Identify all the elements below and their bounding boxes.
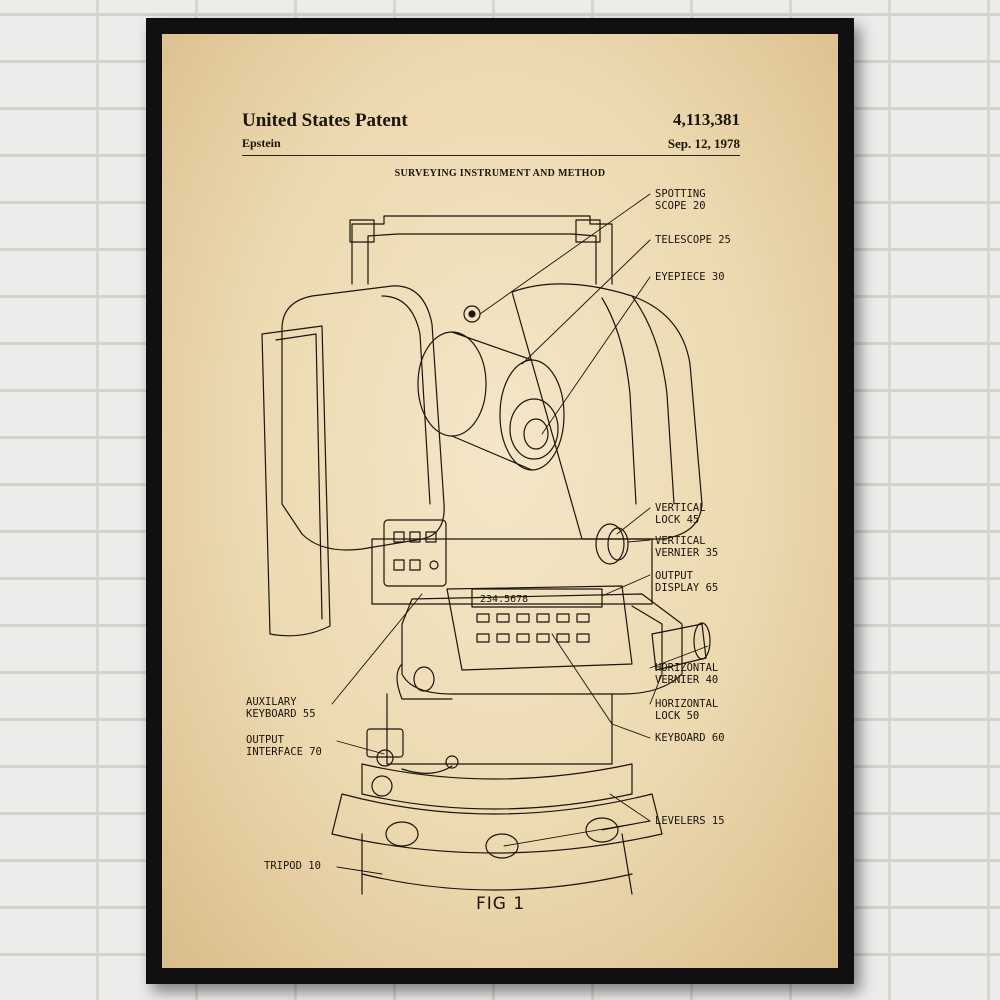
- left-housing: [261, 285, 445, 637]
- patent-date: Sep. 12, 1978: [667, 136, 740, 151]
- label-eyepiece: EYEPIECE 30: [655, 271, 725, 283]
- patent-number: 4,113,381: [672, 110, 740, 129]
- label-output-display: OUTPUT DISPLAY 65: [655, 570, 719, 594]
- leader-lines: [331, 193, 709, 875]
- header-rule: [242, 155, 740, 156]
- label-telescope: TELESCOPE 25: [655, 234, 731, 246]
- label-output-interface: OUTPUT INTERFACE 70: [246, 734, 322, 758]
- label-vertical-vernier: VERTICAL VERNIER 35: [655, 535, 719, 559]
- keyboard-body: [371, 538, 683, 695]
- telescope: [417, 305, 565, 471]
- label-auxiliary-keyboard: AUXILARY KEYBOARD 55: [246, 696, 316, 720]
- label-horizontal-lock: HORIZONTAL LOCK 50: [655, 698, 719, 722]
- display-readout: 234.5678: [480, 594, 528, 605]
- label-levelers: LEVELERS 15: [655, 815, 725, 827]
- auxiliary-keypad: [383, 519, 447, 587]
- label-keyboard: KEYBOARD 60: [655, 732, 725, 744]
- output-interface: [366, 728, 459, 797]
- label-vertical-lock: VERTICAL LOCK 45: [655, 502, 706, 526]
- label-tripod: TRIPOD 10: [264, 860, 321, 872]
- poster-frame: United States Patent 4,113,381 Epstein S…: [146, 18, 854, 984]
- carry-handle: [349, 215, 613, 285]
- leveler-screws: [385, 817, 619, 859]
- keypad-keys: [476, 613, 590, 643]
- inventor-name: Epstein: [242, 136, 281, 150]
- theodolite-drawing: 234.5678: [261, 193, 711, 895]
- figure-label: FIG 1: [476, 894, 526, 914]
- vernier-knobs: [396, 523, 711, 700]
- patent-title: United States Patent: [242, 110, 408, 131]
- patent-subtitle: SURVEYING INSTRUMENT AND METHOD: [394, 168, 606, 179]
- right-housing: [511, 283, 703, 540]
- label-horizontal-vernier: HORIZONTAL VERNIER 40: [655, 662, 719, 686]
- patent-paper: United States Patent 4,113,381 Epstein S…: [162, 34, 838, 968]
- label-spotting-scope: SPOTTING SCOPE 20: [655, 188, 706, 212]
